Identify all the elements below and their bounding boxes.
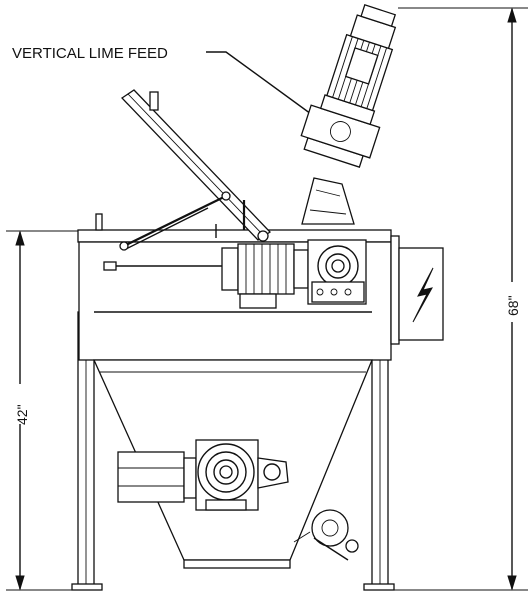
electrical-box [390,235,444,345]
dim-68-arrow-top [507,7,517,23]
discharge-drive-motor [117,451,197,503]
mixer-gearbox [307,239,367,305]
hinged-lid [120,89,272,242]
lightning-bolt-icon [412,267,434,323]
callout-leader-line [206,51,323,123]
lid-gas-strut [95,191,246,251]
dim-68-label-bg [504,282,522,322]
vertical-lime-feed [301,177,355,225]
dim-42-arrow-bottom [15,575,25,591]
frame-leg-right [363,311,395,591]
discharge-gearbox [195,439,289,511]
discharge-valve [293,509,359,561]
feed-drive-motor [300,4,397,168]
dim-68-label: 68" [505,295,521,316]
callout-label: VERTICAL LIME FEED [12,45,168,62]
mixer-drive-motor [103,243,309,309]
dim-42-label-bg [12,384,30,424]
dim-42-label: 42" [14,404,30,425]
dim-42-arrow-top [15,230,25,246]
dim-68-arrow-bottom [507,575,517,591]
